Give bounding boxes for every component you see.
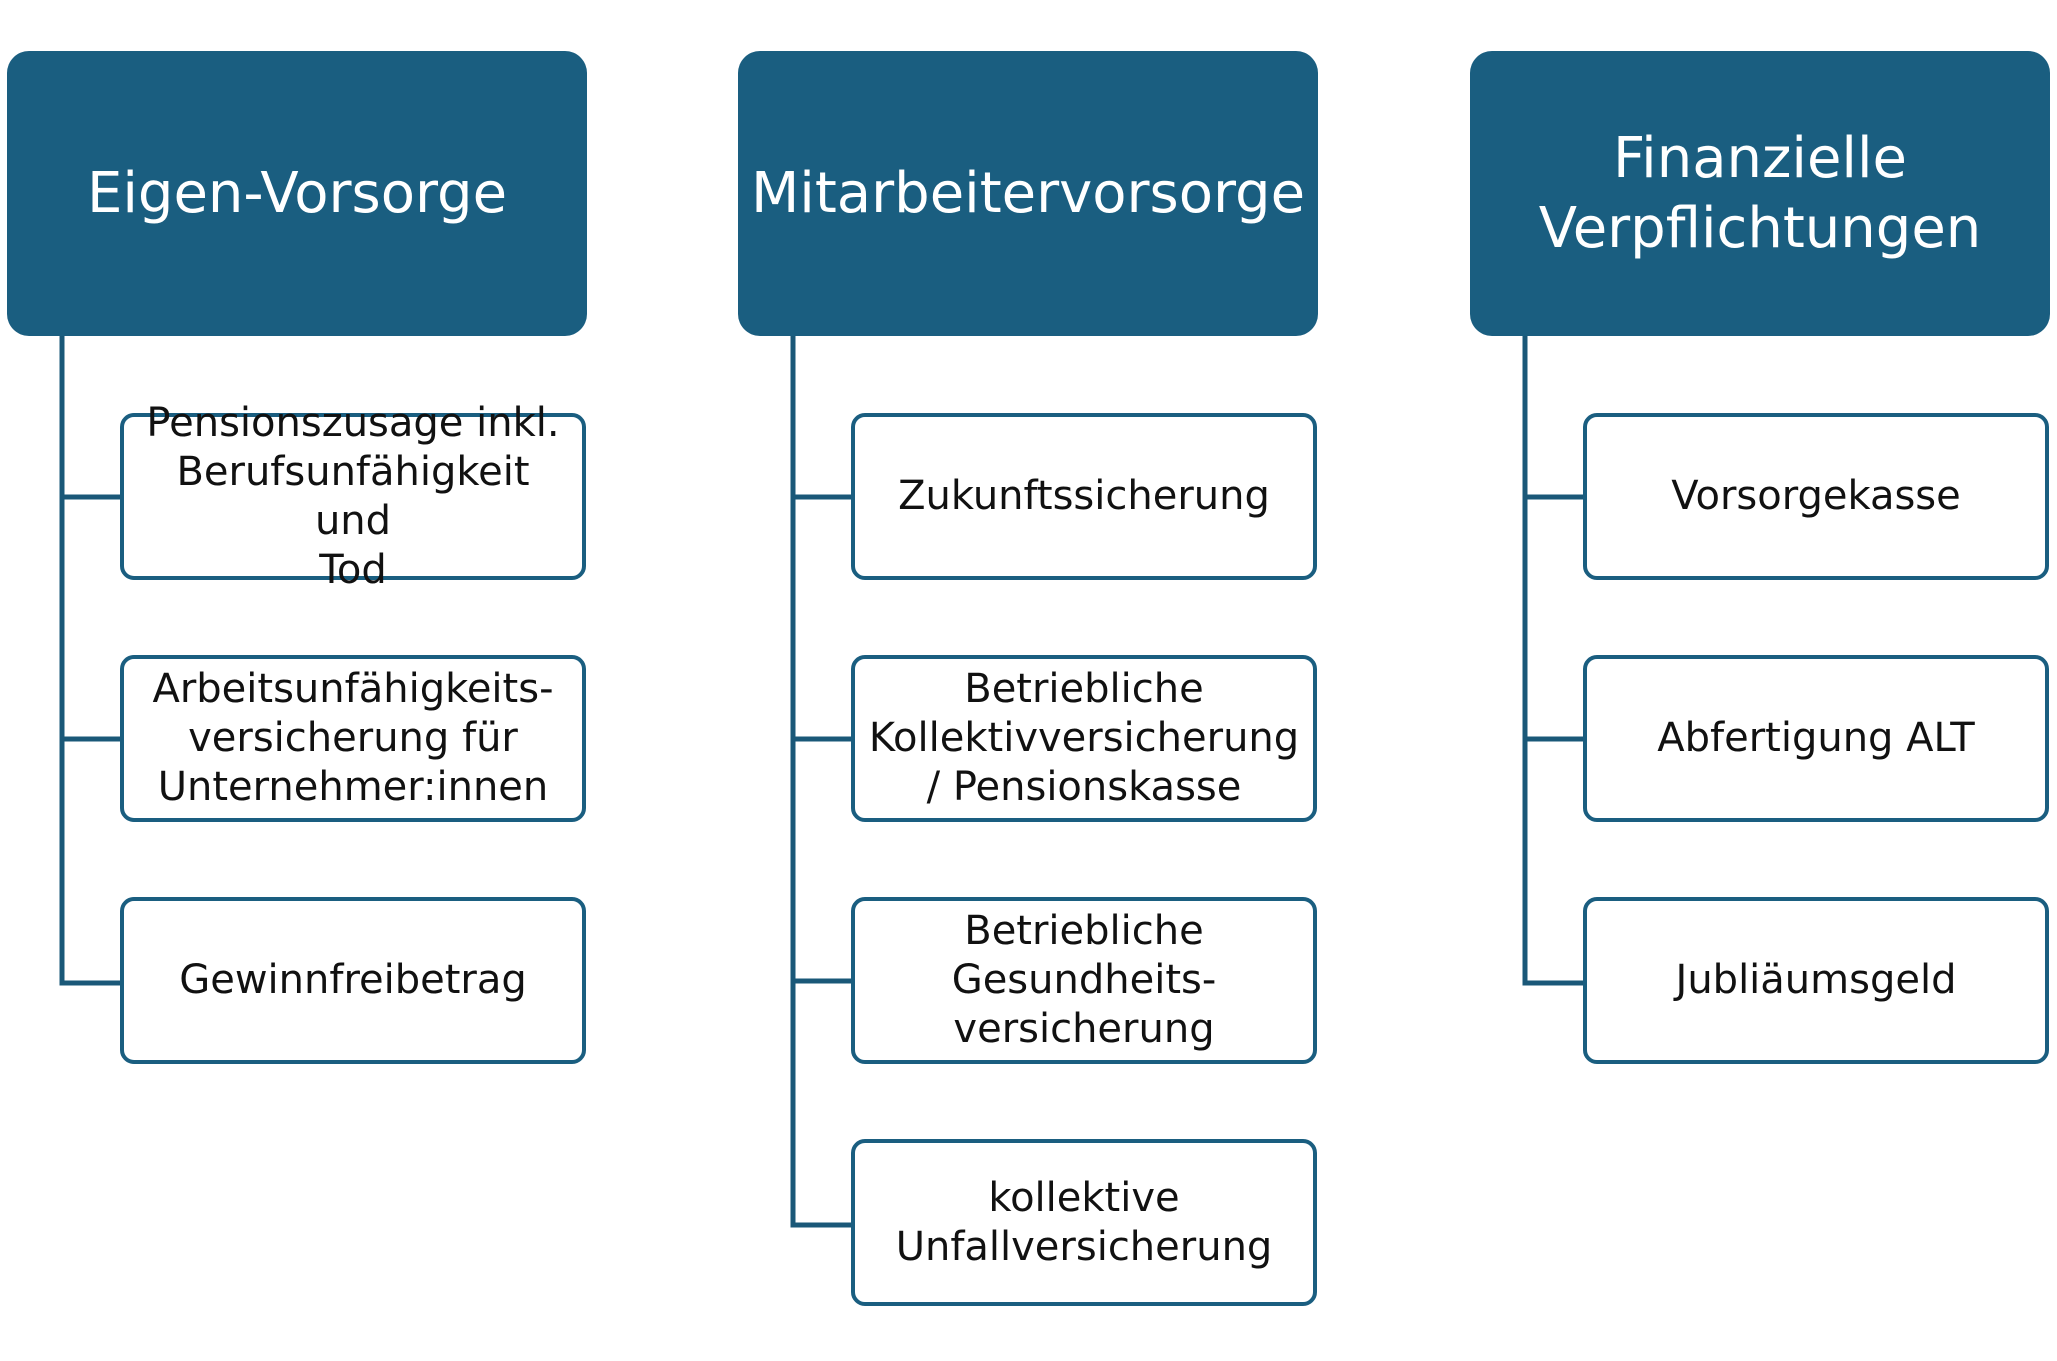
box-label: Vorsorgekasse <box>1671 473 1961 519</box>
box-betriebliche-kollektivversicherung: Betriebliche Kollektivversicherung / Pen… <box>851 655 1317 822</box>
header-finanzielle-verpflichtungen: Finanzielle Verpflichtungen <box>1470 51 2050 336</box>
connector-finanzielle-verpflichtungen <box>1522 336 1583 986</box>
box-label: Gewinnfreibetrag <box>179 957 527 1003</box>
box-jubilaeumsgeld: Jubliäumsgeld <box>1583 897 2049 1064</box>
box-label: Zukunftssicherung <box>898 473 1270 519</box>
box-label: Jubliäumsgeld <box>1675 957 1957 1003</box>
box-gewinnfreibetrag: Gewinnfreibetrag <box>120 897 586 1064</box>
connector-mitarbeitervorsorge <box>790 336 851 1228</box>
box-kollektive-unfallversicherung: kollektive Unfallversicherung <box>851 1139 1317 1306</box>
box-label: kollektive Unfallversicherung <box>895 1174 1273 1270</box>
box-label: Betriebliche Kollektivversicherung / Pen… <box>868 666 1300 810</box>
box-abfertigung-alt: Abfertigung ALT <box>1583 655 2049 822</box>
connector-eigen-vorsorge <box>59 336 120 986</box>
box-vorsorgekasse: Vorsorgekasse <box>1583 413 2049 580</box>
header-eigen-vorsorge: Eigen-Vorsorge <box>7 51 587 336</box>
box-betriebliche-gesundheitsversicherung: Betriebliche Gesundheits- versicherung <box>851 897 1317 1064</box>
box-arbeitsunfaehigkeitsversicherung: Arbeitsunfähigkeits- versicherung für Un… <box>120 655 586 822</box>
box-pensionszusage: Pensionszusage inkl. Berufsunfähigkeit u… <box>120 400 586 593</box>
box-label: Betriebliche Gesundheits- versicherung <box>951 908 1217 1052</box>
box-label: Pensionszusage inkl. Berufsunfähigkeit u… <box>146 399 560 593</box>
box-label: Arbeitsunfähigkeits- versicherung für Un… <box>152 666 554 810</box>
box-label: Abfertigung ALT <box>1657 715 1975 761</box>
header-mitarbeitervorsorge: Mitarbeitervorsorge <box>738 51 1318 336</box>
box-zukunftssicherung: Zukunftssicherung <box>851 413 1317 580</box>
